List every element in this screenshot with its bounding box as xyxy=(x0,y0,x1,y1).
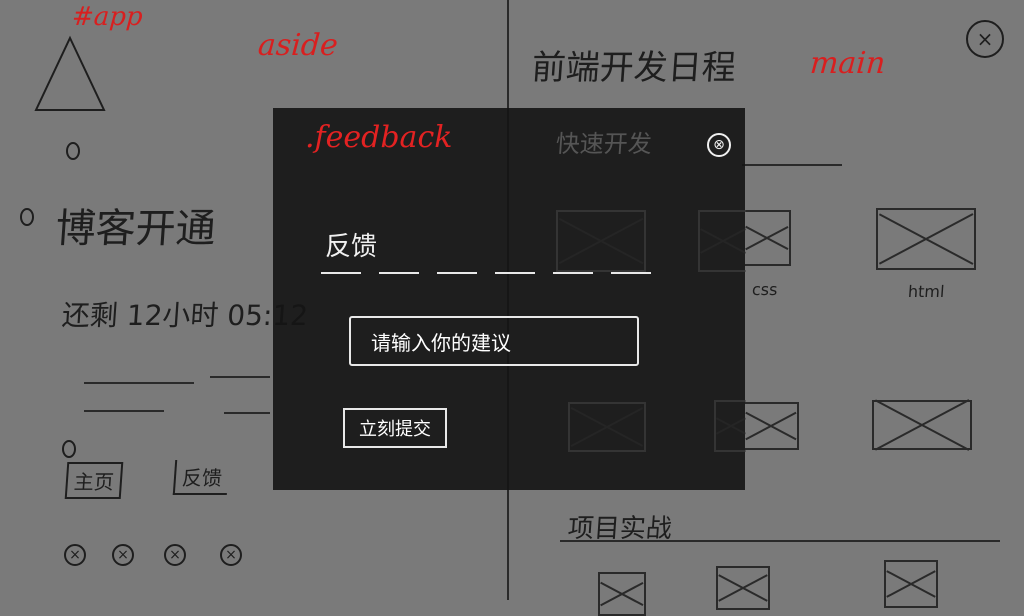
main-thumb-6[interactable] xyxy=(716,566,770,610)
main-thumb-under-2 xyxy=(698,210,746,272)
aside-label: aside xyxy=(256,28,340,63)
dash-line xyxy=(210,376,270,378)
aside-nav-home[interactable]: 主页 xyxy=(64,462,124,499)
app-label: #app xyxy=(70,2,144,32)
close-icon[interactable]: ⊗ xyxy=(707,133,731,157)
dash-line xyxy=(224,412,270,414)
main-thumb-7[interactable] xyxy=(884,560,938,608)
main-thumb-under-4 xyxy=(714,400,746,452)
share-icon[interactable]: × xyxy=(64,544,86,566)
main-section-2-line xyxy=(560,540,1000,542)
main-thumb-1-caption: css xyxy=(751,280,779,299)
share-icon[interactable]: × xyxy=(164,544,186,566)
aside-nav-feedback[interactable]: 反馈 xyxy=(172,460,230,495)
dash-line xyxy=(84,410,164,412)
small-circle xyxy=(62,440,76,458)
feedback-heading: 反馈 xyxy=(325,232,378,262)
main-thumb-5[interactable] xyxy=(598,572,646,616)
main-thumb-1[interactable] xyxy=(745,210,791,266)
main-thumb-2[interactable] xyxy=(876,208,976,270)
heading-underline xyxy=(321,272,651,274)
dash-line xyxy=(84,382,194,384)
close-corner-icon[interactable]: × xyxy=(966,20,1004,58)
share-icon[interactable]: × xyxy=(220,544,242,566)
aside-title: 博客开通 xyxy=(54,206,218,252)
main-thumb-2-caption: html xyxy=(907,282,946,301)
feedback-modal: .feedback ⊗ 反馈 请输入你的建议 立刻提交 xyxy=(273,108,745,490)
main-thumb-under-3 xyxy=(568,402,646,452)
share-icon[interactable]: × xyxy=(112,544,134,566)
small-circle xyxy=(20,208,34,226)
main-thumb-4[interactable] xyxy=(872,400,972,450)
main-section-1-line xyxy=(742,164,842,166)
main-thumb-3[interactable] xyxy=(745,402,799,450)
main-thumb-under-1 xyxy=(556,210,646,272)
main-section-1: 快速开发 xyxy=(554,130,653,158)
small-circle xyxy=(66,142,80,160)
main-title: 前端开发日程 xyxy=(530,48,738,88)
submit-button[interactable]: 立刻提交 xyxy=(343,408,447,448)
triangle-logo-icon xyxy=(34,35,106,111)
feedback-class-label: .feedback xyxy=(305,120,453,155)
main-label: main xyxy=(808,46,887,81)
suggestion-input[interactable]: 请输入你的建议 xyxy=(349,316,639,366)
